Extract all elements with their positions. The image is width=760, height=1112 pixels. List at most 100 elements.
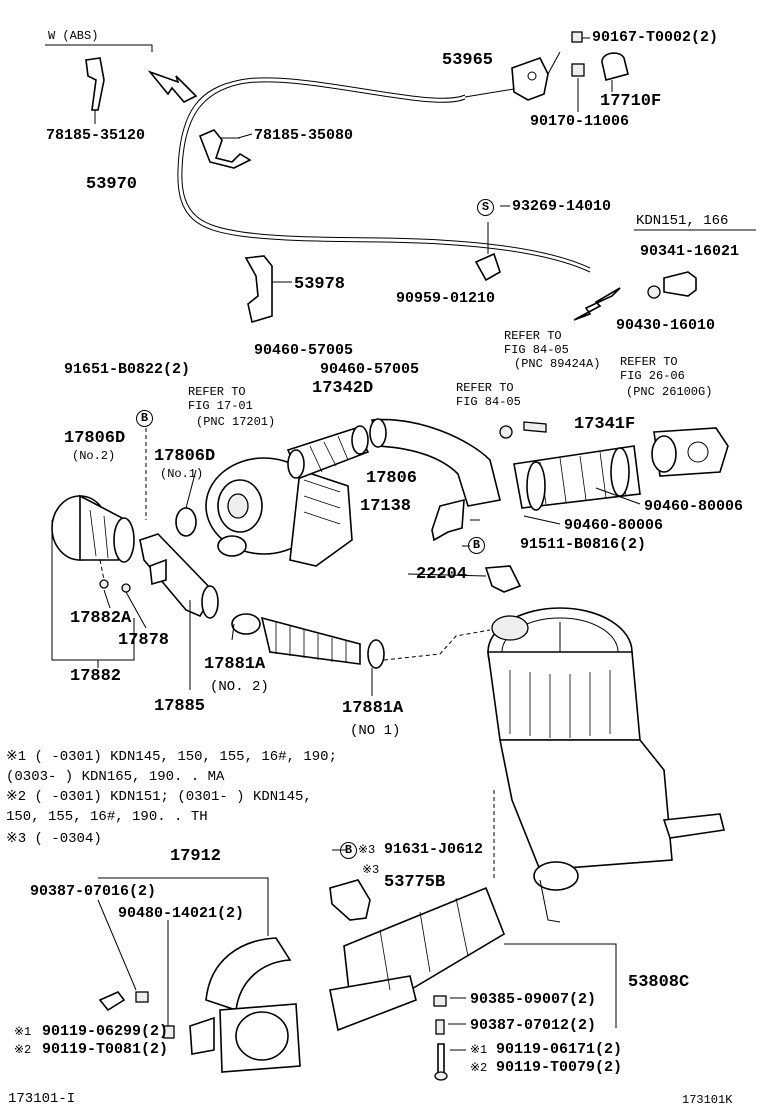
part-label-90385: 90385-09007(2) — [470, 991, 597, 1008]
part-label-91651: 91651-B0822(2) — [64, 361, 191, 378]
part-label-17878: 17878 — [118, 631, 170, 650]
ref-2-line2: FIG 84-05 — [504, 343, 569, 357]
clamp-17881A-no1 — [367, 639, 385, 669]
part-note-no2-17881A: (NO. 2) — [210, 679, 269, 695]
part-label-90460-80006-b: 90460-80006 — [564, 517, 664, 534]
part-note-no1-17881A: (NO 1) — [350, 723, 401, 739]
part-label-53965: 53965 — [442, 51, 494, 70]
marker-b-top: B — [136, 410, 153, 427]
duct-17912 — [189, 900, 301, 1073]
part-label-53808C: 53808C — [628, 973, 690, 992]
clamp-90959 — [474, 252, 501, 282]
part-label-17882A: 17882A — [70, 609, 132, 628]
part-label-17881A: 17881A — [204, 655, 266, 674]
part-label-90460-80006-a: 90460-80006 — [644, 498, 744, 515]
ref-1-line2: FIG 17-01 — [188, 399, 253, 413]
variant-label: W (ABS) — [48, 29, 99, 43]
part-note-no2: (No.2) — [72, 449, 116, 463]
air-cleaner — [487, 607, 725, 923]
part-label-17710F: 17710F — [600, 92, 662, 111]
note-1b: (0303- ) KDN165, 190. . MA — [6, 769, 225, 785]
part-label-91511: 91511-B0816(2) — [520, 536, 647, 553]
nut-90167 — [571, 31, 583, 43]
note-2b: 150, 155, 16#, 190. . TH — [6, 809, 208, 825]
note-2a: ※2 ( -0301) KDN151; (0301- ) KDN145, — [6, 789, 312, 805]
part-label-90167: 90167-T0002(2) — [592, 29, 719, 46]
marker-b-mid: B — [468, 537, 485, 554]
part-label-53978: 53978 — [294, 275, 346, 294]
part-label-17882: 17882 — [70, 667, 122, 686]
part-label-17881A-b: 17881A — [342, 699, 404, 718]
part-label-90387-07016: 90387-07016(2) — [30, 883, 157, 900]
part-label-90119-06299: 90119-06299(2) — [42, 1023, 169, 1040]
bracket-17138 — [431, 498, 465, 542]
nut-90170 — [571, 63, 585, 77]
part-label-90480: 90480-14021(2) — [118, 905, 245, 922]
ref-4-line3: (PNC 26100G) — [626, 385, 713, 399]
bolt-90119-06299 — [98, 991, 126, 1012]
note-3: ※3 ( -0304) — [6, 831, 102, 847]
part-label-17912: 17912 — [170, 847, 222, 866]
part-label-78185-35120: 78185-35120 — [46, 127, 146, 144]
ref-4-line1: REFER TO — [620, 355, 678, 369]
duct-53808C — [329, 886, 505, 1032]
sensor-22204 — [484, 565, 522, 593]
part-label-53970: 53970 — [86, 175, 138, 194]
note-1a: ※1 ( -0301) KDN145, 150, 155, 16#, 190; — [6, 749, 337, 765]
part-label-17342D: 17342D — [312, 379, 374, 398]
marker-note3-a: ※3 — [358, 843, 376, 857]
cap-17710F — [601, 52, 629, 81]
part-label-17885: 17885 — [154, 697, 206, 716]
bracket-78185-35120 — [85, 57, 105, 111]
cable-53970 — [177, 77, 591, 273]
part-label-90460-57005-b: 90460-57005 — [320, 361, 420, 378]
corrugated-hose — [260, 616, 361, 665]
ref-2-line3: (PNC 89424A) — [514, 357, 601, 371]
marker-note2-bl: ※2 — [14, 1043, 32, 1057]
model-note-kdn: KDN151, 166 — [636, 213, 729, 229]
part-note-no1: (No.1) — [160, 467, 204, 481]
part-label-90119-06171: 90119-06171(2) — [496, 1041, 623, 1058]
part-label-17806D-b: 17806D — [154, 447, 216, 466]
pipe-17806 — [371, 418, 501, 507]
ref-3-line1: REFER TO — [456, 381, 514, 395]
clip-90387-07012 — [435, 1019, 445, 1035]
clip-90385 — [433, 995, 447, 1007]
marker-note1-br: ※1 — [470, 1043, 488, 1057]
ref-3-line2: FIG 84-05 — [456, 395, 521, 409]
part-label-90170: 90170-11006 — [530, 113, 630, 130]
clamp-17881A-no2 — [231, 613, 261, 635]
part-label-93269: 93269-14010 — [512, 198, 612, 215]
part-label-90959: 90959-01210 — [396, 290, 496, 307]
washer-90430 — [647, 285, 661, 299]
clamp-17806D — [175, 507, 197, 537]
part-label-90460-57005-a: 90460-57005 — [254, 342, 354, 359]
bracket-53965 — [511, 57, 549, 101]
figure-id-left: 173101-I — [8, 1091, 76, 1107]
part-label-17806: 17806 — [366, 469, 418, 488]
ref-1-line1: REFER TO — [188, 385, 246, 399]
marker-s: S — [477, 199, 494, 216]
ref-2-line1: REFER TO — [504, 329, 562, 343]
bracket-53978 — [244, 255, 273, 324]
ref-1-line3: (PNC 17201) — [196, 415, 276, 429]
turbocharger-assembly — [205, 457, 353, 567]
marker-b-low: B — [340, 842, 357, 859]
ref-4-line2: FIG 26-06 — [620, 369, 685, 383]
bolt-90341 — [663, 271, 697, 297]
marker-note1-bl: ※1 — [14, 1025, 32, 1039]
figure-id-right: 173101K — [682, 1093, 733, 1107]
part-label-90430: 90430-16010 — [616, 317, 716, 334]
part-label-91631: 91631-J0612 — [384, 841, 484, 858]
part-label-90387-07012: 90387-07012(2) — [470, 1017, 597, 1034]
direction-arrow-top — [147, 70, 198, 103]
part-label-90341: 90341-16021 — [640, 243, 740, 260]
part-label-78185-35080: 78185-35080 — [254, 127, 354, 144]
part-label-53775B: 53775B — [384, 873, 446, 892]
pipe-17885 — [139, 533, 215, 618]
bolt-90119-06171 — [437, 1043, 445, 1075]
part-label-17138: 17138 — [360, 497, 412, 516]
part-label-22204: 22204 — [416, 565, 468, 584]
